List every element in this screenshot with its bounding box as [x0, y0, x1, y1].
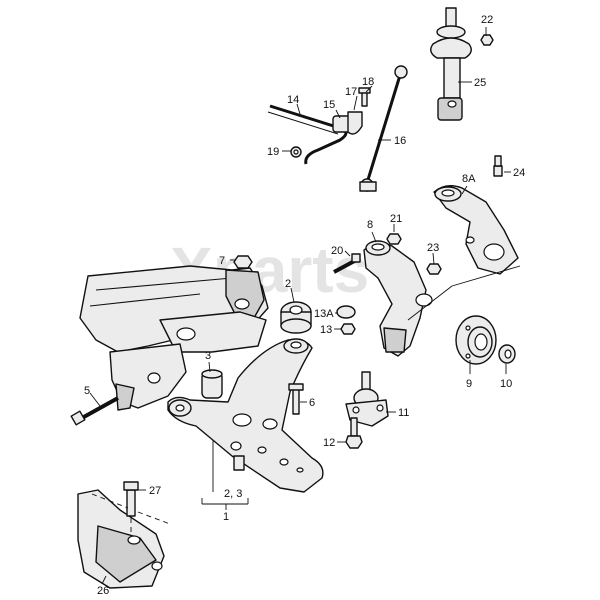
bolt-24[interactable] [493, 155, 503, 177]
callout-25: 25 [474, 77, 486, 89]
wishbone[interactable] [167, 338, 324, 493]
callout-8: 8 [367, 219, 373, 231]
callout-21: 21 [390, 213, 402, 225]
bush-2[interactable] [280, 301, 312, 334]
nut-21[interactable] [386, 233, 402, 245]
coupling-rod[interactable] [359, 65, 408, 192]
nut-7[interactable] [233, 255, 253, 269]
callout-11: 11 [398, 407, 409, 419]
callout-24: 24 [513, 167, 525, 179]
callout-17: 17 [345, 86, 357, 98]
callout-labels: 22 25 14 15 17 18 16 19 8A 24 8 21 20 23… [84, 14, 525, 597]
callout-27: 27 [149, 485, 161, 497]
nut-13a[interactable] [336, 305, 356, 319]
callout-23: 23 [427, 242, 439, 254]
callout-20: 20 [331, 245, 343, 257]
bolt-5[interactable] [70, 396, 119, 426]
callout-1: 1 [223, 511, 229, 523]
callout-18: 18 [362, 76, 374, 88]
nut-19[interactable] [290, 146, 302, 158]
callout-10: 10 [500, 378, 512, 390]
strut-assembly[interactable] [430, 7, 472, 121]
callout-6: 6 [309, 397, 315, 409]
wheel-bearing-housing-8a[interactable] [433, 185, 519, 275]
anti-roll-bar-bush[interactable] [332, 111, 363, 135]
callout-7: 7 [219, 255, 225, 267]
wheel-hub[interactable] [455, 315, 497, 365]
nut-22[interactable] [480, 34, 494, 46]
leader-lines [89, 27, 521, 585]
bolt-27[interactable] [123, 481, 139, 517]
callout-13a: 13A [314, 308, 334, 320]
callout-8a: 8A [462, 173, 476, 185]
callout-2: 2 [285, 278, 291, 290]
bolt-12[interactable] [345, 417, 363, 449]
dashed-guides [91, 493, 171, 534]
callout-15: 15 [323, 99, 335, 111]
callout-16: 16 [394, 135, 406, 147]
subframe[interactable] [79, 265, 269, 411]
wheel-bearing-housing-8[interactable] [363, 240, 433, 357]
underbody-cover[interactable] [77, 489, 165, 589]
bolt-6[interactable] [288, 383, 304, 415]
nut-13[interactable] [340, 323, 356, 335]
hub-nut-10[interactable] [498, 344, 516, 364]
callout-9: 9 [466, 378, 472, 390]
callout-19: 19 [267, 146, 279, 158]
bush-3[interactable] [201, 369, 223, 399]
anti-roll-bar[interactable] [267, 104, 348, 165]
callout-13: 13 [320, 324, 332, 336]
callout-26: 26 [97, 585, 109, 597]
callout-14: 14 [287, 94, 299, 106]
bolt-18[interactable] [358, 87, 371, 107]
callout-12: 12 [323, 437, 335, 449]
callout-3: 3 [205, 350, 211, 362]
callout-2-3: 2, 3 [224, 488, 242, 500]
nut-23[interactable] [426, 263, 442, 275]
callout-5: 5 [84, 385, 90, 397]
bolt-20[interactable] [333, 253, 361, 274]
callout-22: 22 [481, 14, 493, 26]
